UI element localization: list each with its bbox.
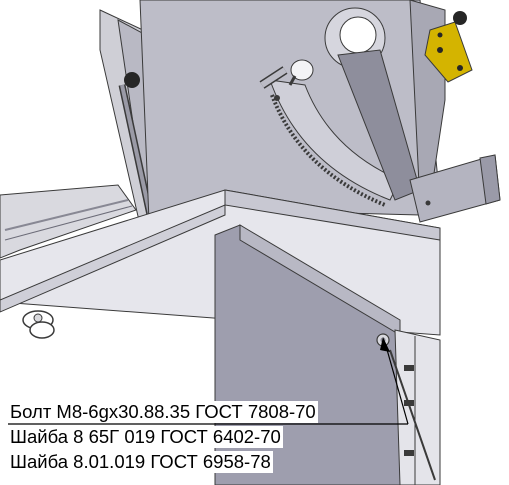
table-top-front-edge bbox=[0, 204, 226, 313]
table-top-edge bbox=[224, 189, 441, 241]
front-knob-center bbox=[33, 313, 43, 323]
bracket-hole-2 bbox=[457, 65, 463, 71]
gear-teeth bbox=[270, 94, 386, 207]
pin-head bbox=[290, 59, 314, 81]
leader-arrowhead bbox=[380, 337, 390, 352]
right-leg-rod bbox=[389, 349, 436, 481]
knob-left bbox=[124, 72, 140, 88]
callout-line-washer: Шайба 8.01.019 ГОСТ 6958-78 bbox=[8, 451, 273, 473]
handle-screw bbox=[425, 200, 431, 206]
right-leg-tab-1 bbox=[404, 365, 414, 371]
handle-bar-end bbox=[479, 154, 501, 205]
gear-arm-hole bbox=[274, 95, 280, 101]
right-leg-tab-3 bbox=[404, 450, 414, 456]
bracket-hole-1 bbox=[437, 47, 443, 53]
pin-shaft bbox=[288, 75, 297, 86]
right-leg-tab-2 bbox=[404, 400, 414, 406]
leader-line bbox=[385, 345, 409, 425]
left-rail bbox=[0, 184, 137, 259]
pivot-hub-inner bbox=[339, 16, 377, 54]
callout-line-bolt: Болт М8-6gх30.88.35 ГОСТ 7808-70 bbox=[8, 401, 318, 423]
right-leg bbox=[394, 329, 441, 485]
left-rail-groove bbox=[4, 199, 129, 231]
gear-sector bbox=[269, 79, 401, 201]
callout-line-spring-washer: Шайба 8 65Г 019 ГОСТ 6402-70 bbox=[8, 426, 283, 448]
left-support-rod-highlight bbox=[120, 84, 152, 216]
gear-arm-fill bbox=[260, 67, 287, 88]
left-rail-groove-2 bbox=[4, 205, 133, 241]
front-knob-inner bbox=[29, 321, 55, 339]
knob-top-right bbox=[453, 11, 467, 25]
bracket-hole-3 bbox=[437, 32, 443, 38]
